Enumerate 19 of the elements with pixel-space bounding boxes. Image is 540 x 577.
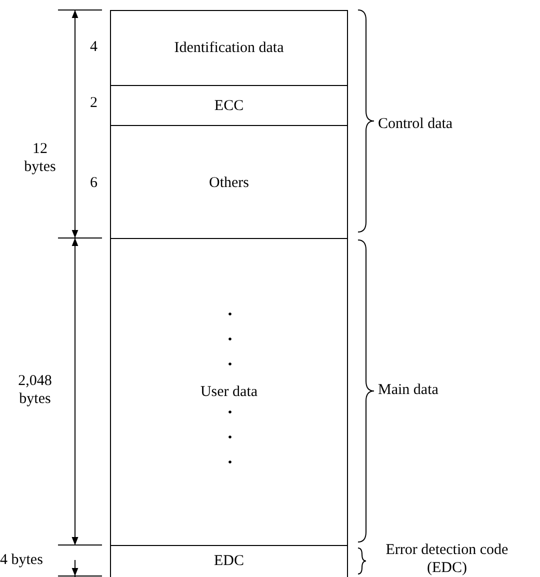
field-name: User data xyxy=(200,383,258,401)
byte-count: 4 xyxy=(90,38,98,56)
data-field-box xyxy=(110,85,348,126)
field-name: Others xyxy=(209,174,249,192)
dimension-label: 2,048 bytes xyxy=(17,372,53,408)
field-name: Identification data xyxy=(174,39,284,57)
byte-count: 2 xyxy=(90,94,98,112)
section-label: Control data xyxy=(378,115,454,133)
section-label: Main data xyxy=(378,381,440,399)
data-field-box xyxy=(110,10,348,86)
dimension-label: 4 bytes xyxy=(0,551,44,569)
field-name: ECC xyxy=(214,97,244,115)
section-label: Error detection code (EDC) xyxy=(384,541,510,577)
dimension-label: 12 bytes xyxy=(23,140,57,176)
data-field-box xyxy=(110,125,348,240)
field-name: EDC xyxy=(214,552,244,570)
data-field-box xyxy=(110,545,348,577)
byte-count: 6 xyxy=(90,174,98,192)
data-field-box xyxy=(110,238,348,546)
